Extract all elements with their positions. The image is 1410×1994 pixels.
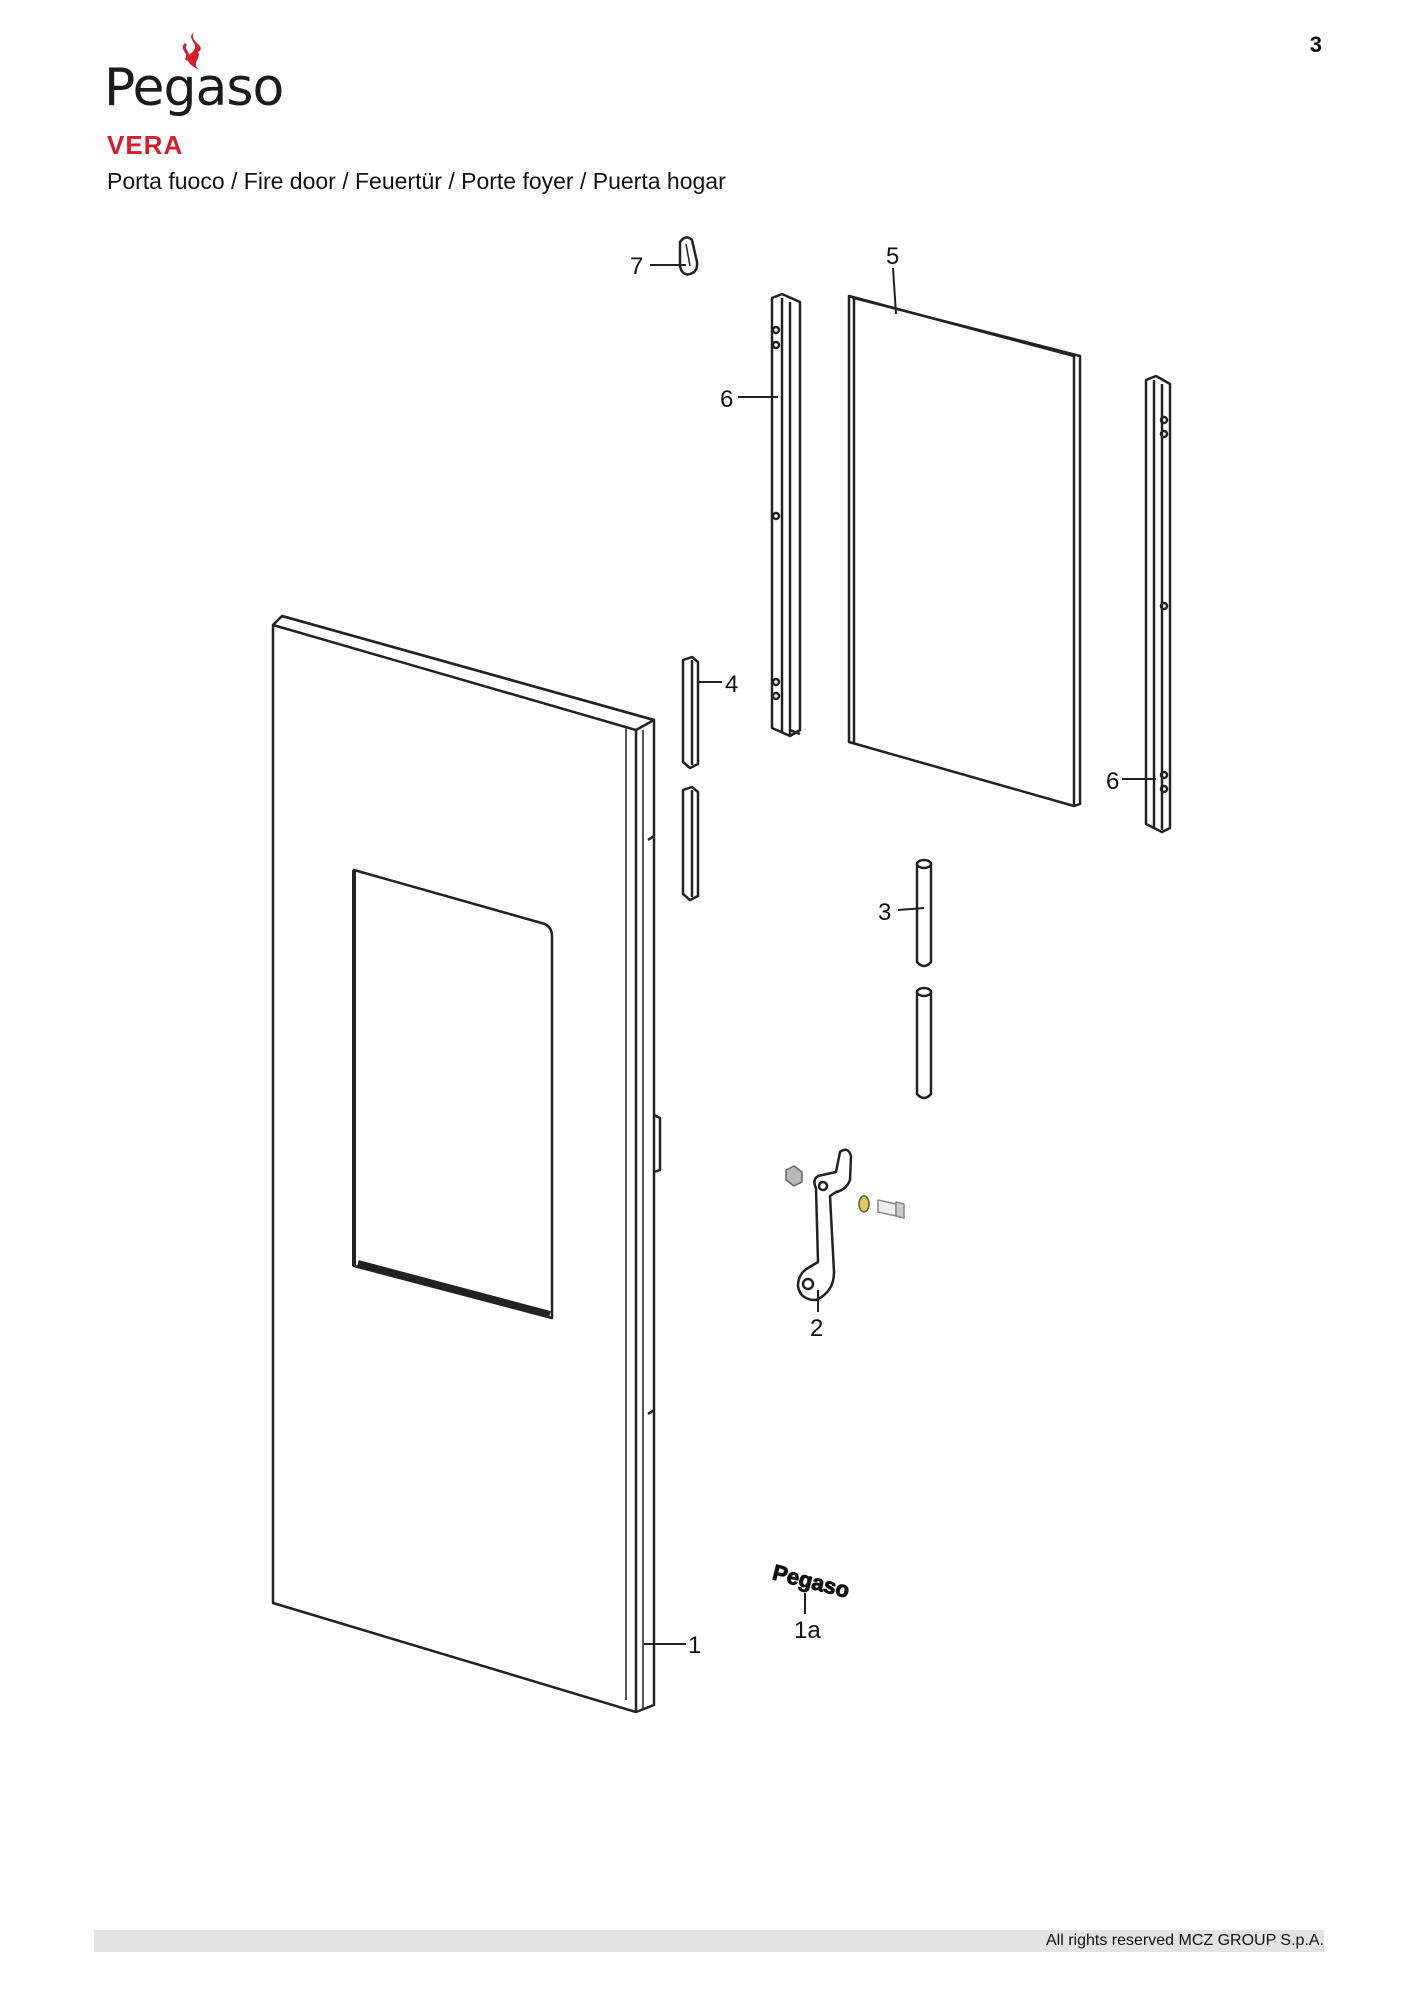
callout-part-6-left: 6 — [720, 386, 733, 413]
hinge-bracket — [785, 1148, 905, 1302]
svg-text:Pegaso: Pegaso — [770, 1560, 852, 1603]
callout-part-2: 2 — [810, 1315, 823, 1342]
handle-rods — [915, 858, 933, 1100]
callout-part-4: 4 — [725, 671, 738, 698]
right-vertical-profile — [1144, 374, 1172, 834]
footer-bar — [94, 1930, 1324, 1952]
footer-copyright: All rights reserved MCZ GROUP S.p.A. — [1046, 1932, 1324, 1949]
callout-part-5: 5 — [886, 243, 899, 270]
product-subtitle: Porta fuoco / Fire door / Feuertür / Por… — [107, 168, 726, 194]
left-vertical-profile — [770, 292, 802, 738]
logo-text: Pegaso — [104, 58, 284, 118]
product-title: VERA — [107, 130, 184, 160]
page-number: 3 — [1309, 32, 1322, 57]
door-panel — [271, 614, 662, 1714]
glass-pane — [847, 294, 1082, 808]
glass-holder-strips — [681, 655, 700, 902]
callout-part-1: 1 — [688, 1632, 701, 1659]
leader-lines — [644, 264, 1156, 1645]
logo-badge: Pegaso — [770, 1559, 853, 1603]
handle-clip — [678, 236, 699, 276]
flame-icon — [182, 32, 201, 70]
callout-part-3: 3 — [878, 899, 891, 926]
callout-part-6-right: 6 — [1106, 768, 1119, 795]
brand-logo: Pegaso — [104, 30, 294, 125]
callout-part-7: 7 — [630, 253, 643, 280]
callout-part-1a: 1a — [794, 1617, 821, 1644]
